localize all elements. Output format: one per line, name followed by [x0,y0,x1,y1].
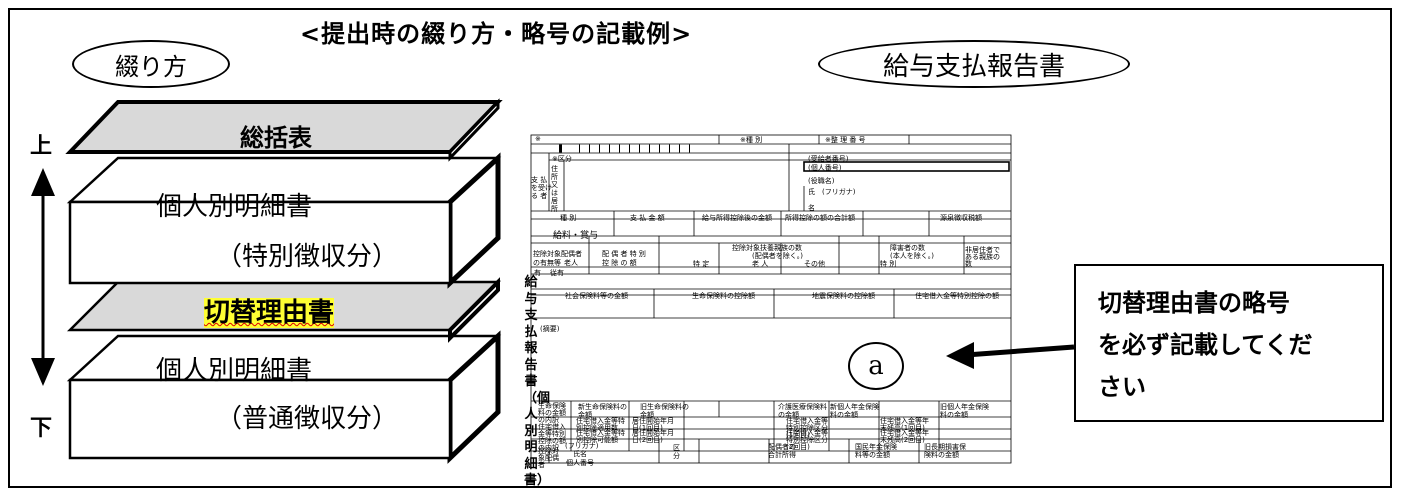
form-kyu-nenkin: 旧個人年金保険料の金額 [940,403,989,419]
form-h-kingaku: 支 払 金 額 [630,214,665,222]
form-yakushoku: (役職名) [808,177,835,185]
form-side-label: 給与支払報告書（個人別明細書） [524,275,551,488]
bottom-label: 下 [30,416,53,441]
form-mei: 名 [808,204,815,212]
form-h-shubetsu: 種 別 [560,214,577,222]
form-tokutei: 特 定 [693,260,710,268]
abbreviation-badge: a [848,342,904,390]
form-tokubetsu: 特 別 [880,260,897,268]
form-kojin: (個人番号) [808,164,842,172]
callout-line-2: を必ず記載してくだ [1098,331,1313,359]
form-shimei: 氏名 [573,450,587,458]
layer-kojin-futsu [66,330,502,464]
form-shakai: 社会保険料等の金額 [565,292,628,300]
form-kubun: ※区分 [552,155,572,163]
form-jutaku-u: 住宅借入金等特別控除の額の内訳 [538,423,566,452]
form-roujin: 老人 [564,259,578,267]
form-zandaka2: 住宅借入金等年末残高(2回目) [880,429,929,444]
instruction-callout: 切替理由書の略号 を必ず記載してくだ さい [1074,264,1384,422]
form-h-kojogo: 給与所得控除後の金額 [702,214,772,222]
form-fuyou-sub: (配偶者を除く。) [752,252,803,260]
layer-kojin-futsu-sub: （普通徴収分） [216,404,399,434]
form-fuyou: 控除対象扶養親族の数 [732,244,802,252]
top-label: 上 [30,134,53,159]
form-ari: 有 [534,269,541,277]
form-taisho: 控除対象配偶者 [538,447,559,469]
form-jishin: 地震保険料の控除額 [812,292,875,300]
form-seiri: ※整 理 番 号 [825,136,866,144]
form-kubun-s: 区分 [673,444,680,460]
form-jutaku: 住宅借入金等特別控除の額 [915,292,999,300]
form-roujin2: 老 人 [752,260,769,268]
form-juu: 従有 [550,269,564,277]
form-shin-seimei: 新生命保険料の金額 [578,403,627,419]
form-taisho-haigu: 控除対象配偶者 [533,250,582,258]
form-tekiyou-su: 住宅借入金等特別控除適用数 [576,417,625,432]
arrow-down-icon [31,358,55,386]
arrow-up-icon [31,168,55,196]
form-kojin-bangou: 個人番号 [566,459,594,467]
form-kanou: 住宅借入金等特別控除可能額 [576,429,625,444]
salary-report-form [519,133,1015,466]
layer-kojin-tokubetsu [66,152,502,289]
form-kojo-gaku: 控 除 の 額 [602,259,637,267]
callout-line-1: 切替理由書の略号 [1098,289,1290,317]
form-seimei: 生命保険料の控除額 [692,292,755,300]
form-shin-nenkin: 新個人年金保険料の金額 [830,403,879,419]
form-kokumin: 国民年金保険料等の金額 [855,443,897,459]
page-title: <提出時の綴り方・略号の記載例> [300,20,693,48]
callout-line-3: さい [1098,373,1146,401]
document-stack [31,98,503,464]
layer-soukatsu [65,98,503,162]
form-shi: 氏 [808,188,815,196]
form-kyoju1: 居住開始年月日(1回目) [632,417,674,432]
form-kyu-choki: 旧長期損害保険料の金額 [924,443,966,459]
layer-kojin-tokubetsu-label: 個人別明細書 [156,192,313,222]
salary-report-oval: 給与支払報告書 [818,40,1130,88]
form-h-gensen: 源泉徴収税額 [940,214,982,222]
form-kyu-seimei: 旧生命保険料の金額 [640,403,689,419]
form-furigana: (フリガナ) [822,188,856,196]
outer-frame [8,8,1392,488]
form-tekiyo: (摘要) [540,325,560,333]
form-seimei-u: 生命保険料の金額の内訳 [538,402,566,424]
binding-method-oval: 綴り方 [72,40,230,88]
form-furigana2: (フリガナ) [565,442,599,450]
form-shogai: 障害者の数 [890,244,925,252]
form-kyuyo: 給料・賞与 [553,231,599,241]
form-kubun1: 住宅借入金等特別控除区分(1回目) [786,417,828,439]
form-jusho: 住所又は居所 [551,165,558,213]
form-shogai-sub: (本人を除く。) [890,252,934,260]
form-kubun2: 住宅借入金等特別控除区分(2回目) [786,429,828,451]
layer-kirikae-label: 切替理由書 [204,298,335,328]
form-kyojusha: 非居住者である親族の数 [965,246,1000,268]
form-kaigo: 介護医療保険料の金額 [778,403,827,419]
layer-kojin-tokubetsu-sub: （特別徴収分） [216,242,399,272]
form-sonota: その他 [804,260,825,268]
form-haigusha-shotoku: 配偶者の合計所得 [768,443,796,459]
form-umu: の有無等 [533,259,561,267]
form-shiharai: 支 払 を受け る 者 [531,176,552,200]
form-juryo: (受給者番号) [808,155,849,163]
form-haigu-tokubetsu: 配 偶 者 特 別 [602,250,646,258]
form-kyoju2: 居住開始年月日(2回目) [632,429,674,444]
layer-soukatsu-label: 総括表 [240,124,312,152]
callout-arrow-icon [946,342,1075,369]
form-shubetsu: ※種 別 [740,136,763,144]
form-kome: ※ [535,135,541,143]
layer-kojin-futsu-label: 個人別明細書 [156,356,313,386]
form-h-kojo: 所得控除の額の合計額 [785,214,855,222]
form-zandaka1: 住宅借入金等年末残高(1回目) [880,417,929,432]
